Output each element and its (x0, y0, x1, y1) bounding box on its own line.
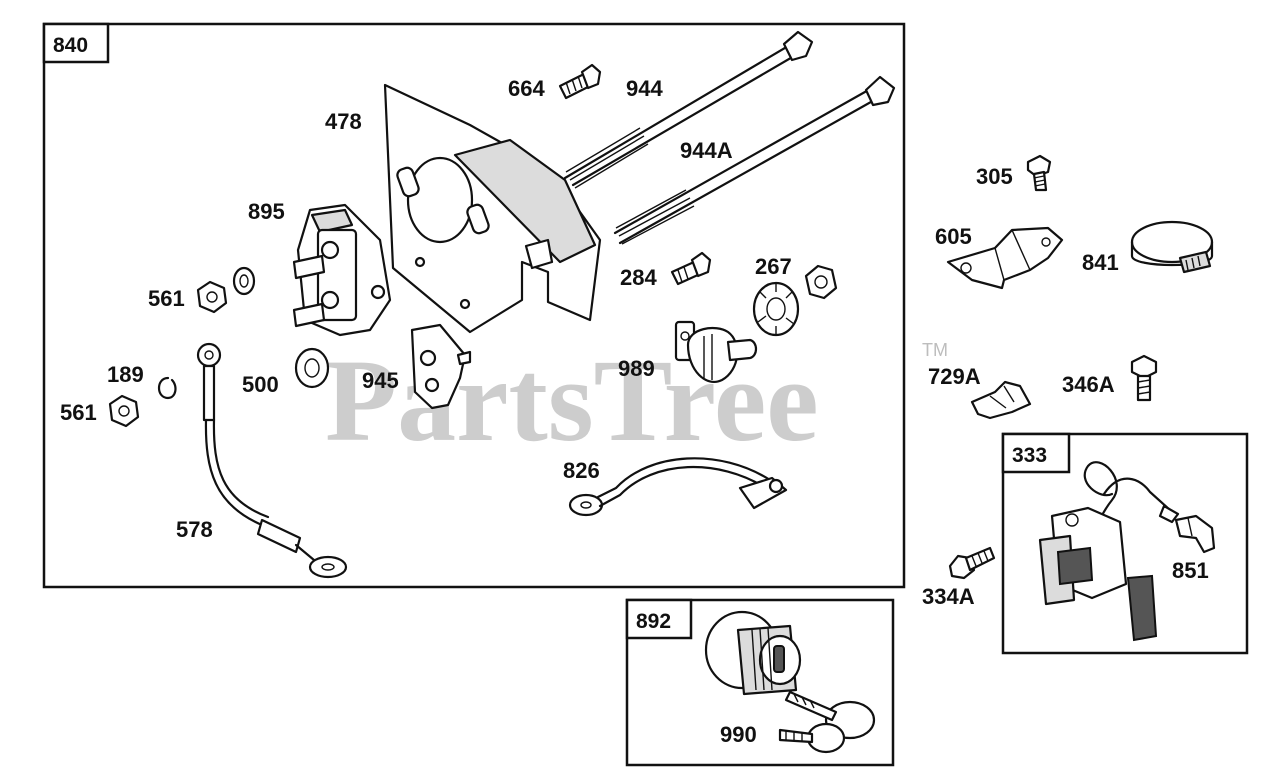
label-305: 305 (976, 164, 1013, 189)
label-989: 989 (618, 356, 655, 381)
label-578: 578 (176, 517, 213, 542)
part-826-wire (568, 457, 788, 517)
part-851-boot (1174, 514, 1216, 554)
label-841: 841 (1082, 250, 1119, 275)
part-305-screw (1026, 154, 1052, 192)
part-990-keys (778, 690, 876, 754)
part-478-bracket (383, 83, 602, 334)
label-346a: 346A (1062, 372, 1115, 397)
label-561-lower: 561 (60, 400, 97, 425)
part-561-nut-lower (108, 394, 140, 428)
part-664-screw (558, 63, 602, 100)
part-labels: 664 944 944A 478 895 561 189 561 500 945… (60, 76, 1209, 747)
part-578-cable (196, 342, 348, 579)
part-729a-clip (970, 380, 1032, 420)
part-944a-bolt (613, 75, 896, 245)
part-washer-upper (232, 266, 256, 296)
part-944-bolt (563, 30, 814, 189)
part-500-washer (294, 347, 330, 389)
label-895: 895 (248, 199, 285, 224)
part-841-clamp (1130, 220, 1214, 274)
label-664: 664 (508, 76, 545, 101)
part-346a-screw (1130, 354, 1158, 402)
label-478: 478 (325, 109, 362, 134)
box-333-label: 333 (1012, 444, 1047, 467)
part-284-screw (670, 251, 712, 286)
label-284: 284 (620, 265, 657, 290)
box-892-label: 892 (636, 610, 671, 633)
part-189-lock-washer (157, 376, 177, 400)
part-333-coil (1038, 461, 1180, 642)
label-561-upper: 561 (148, 286, 185, 311)
box-840-label: 840 (53, 34, 88, 57)
label-944a: 944A (680, 138, 733, 163)
label-851: 851 (1172, 558, 1209, 583)
label-334a: 334A (922, 584, 975, 609)
part-989-switch (674, 320, 758, 383)
part-561-nut-upper (196, 280, 228, 314)
label-605: 605 (935, 224, 972, 249)
part-334a-screw (948, 546, 996, 580)
watermark-trademark: TM (922, 340, 948, 360)
part-945-plate (410, 323, 472, 410)
label-826: 826 (563, 458, 600, 483)
label-500: 500 (242, 372, 279, 397)
part-605-bracket (946, 226, 1064, 290)
label-990: 990 (720, 722, 757, 747)
label-729a: 729A (928, 364, 981, 389)
label-267: 267 (755, 254, 792, 279)
part-267-nut (804, 264, 838, 300)
label-944: 944 (626, 76, 663, 101)
part-990-key-switch (704, 610, 802, 696)
part-895-solenoid (292, 203, 392, 337)
label-945: 945 (362, 368, 399, 393)
part-star-washer (752, 281, 800, 337)
label-189: 189 (107, 362, 144, 387)
